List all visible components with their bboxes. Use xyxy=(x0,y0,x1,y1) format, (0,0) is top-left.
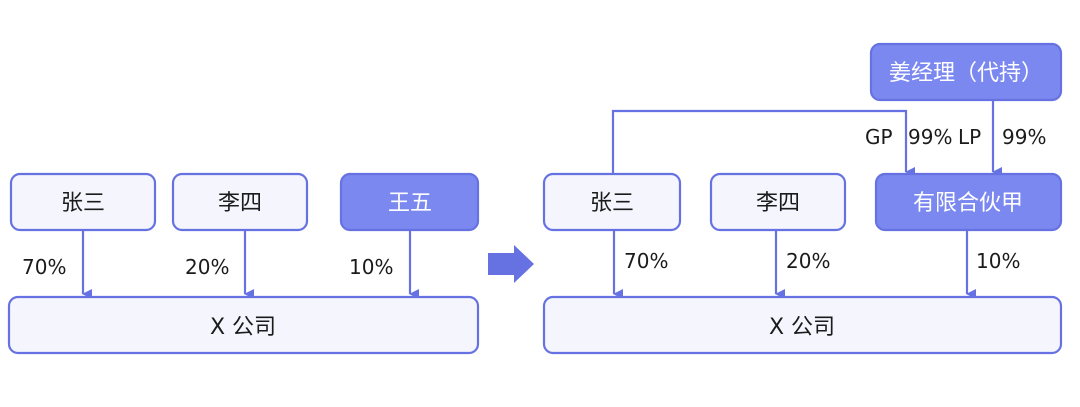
after-shareholder-2-box xyxy=(709,172,847,232)
after-shareholder-1: 张三 xyxy=(542,172,682,232)
after-shareholder-2: 李四 xyxy=(709,172,847,232)
before-company: X 公司 xyxy=(7,295,480,355)
before-shareholder-3-name: 王五 xyxy=(388,191,432,216)
before-company-box xyxy=(7,295,480,355)
before-shareholder-3-box xyxy=(339,172,480,232)
after-company-box xyxy=(542,295,1063,355)
transition-arrow-icon xyxy=(488,245,534,283)
after-shareholder-1-name: 张三 xyxy=(590,191,634,216)
after-lp-share: 99% xyxy=(1002,125,1046,149)
after-shareholder-3-name: 有限合伙甲 xyxy=(913,191,1023,216)
after-company: X 公司 xyxy=(542,295,1063,355)
after-share-2: 20% xyxy=(786,249,830,273)
after-shareholder-1-box xyxy=(542,172,682,232)
after-share-1: 70% xyxy=(624,249,668,273)
after-shareholder-3: 有限合伙甲 xyxy=(874,172,1063,232)
after-gp-arrow xyxy=(611,109,915,177)
before-shareholder-2: 李四 xyxy=(171,172,309,232)
before-share-1: 70% xyxy=(22,255,66,279)
before-structure: 张三 李四 王五 70% 20% 10% X 公司 xyxy=(7,172,480,355)
before-shareholder-1-box xyxy=(9,172,157,232)
before-shareholder-2-name: 李四 xyxy=(218,191,262,216)
before-shareholder-2-box xyxy=(171,172,309,232)
after-share-3: 10% xyxy=(976,249,1020,273)
after-structure: 姜经理（代持） GP 99% LP 99% 张三 李四 有限合伙甲 70% 20… xyxy=(542,42,1063,355)
before-shareholder-1-name: 张三 xyxy=(61,191,105,216)
before-shareholder-1: 张三 xyxy=(9,172,157,232)
after-gp-label: GP xyxy=(865,125,893,149)
after-nominee-box xyxy=(869,42,1063,102)
after-gp-share: 99% xyxy=(908,125,952,149)
before-share-2: 20% xyxy=(185,255,229,279)
after-company-name: X 公司 xyxy=(769,315,835,340)
after-shareholder-2-name: 李四 xyxy=(756,191,800,216)
before-company-name: X 公司 xyxy=(210,315,276,340)
after-lp-label: LP xyxy=(958,125,981,149)
after-shareholder-3-box xyxy=(874,172,1063,232)
before-shareholder-3: 王五 xyxy=(339,172,480,232)
before-share-3: 10% xyxy=(349,255,393,279)
after-nominee-name: 姜经理（代持） xyxy=(889,61,1043,86)
after-nominee: 姜经理（代持） xyxy=(869,42,1063,102)
